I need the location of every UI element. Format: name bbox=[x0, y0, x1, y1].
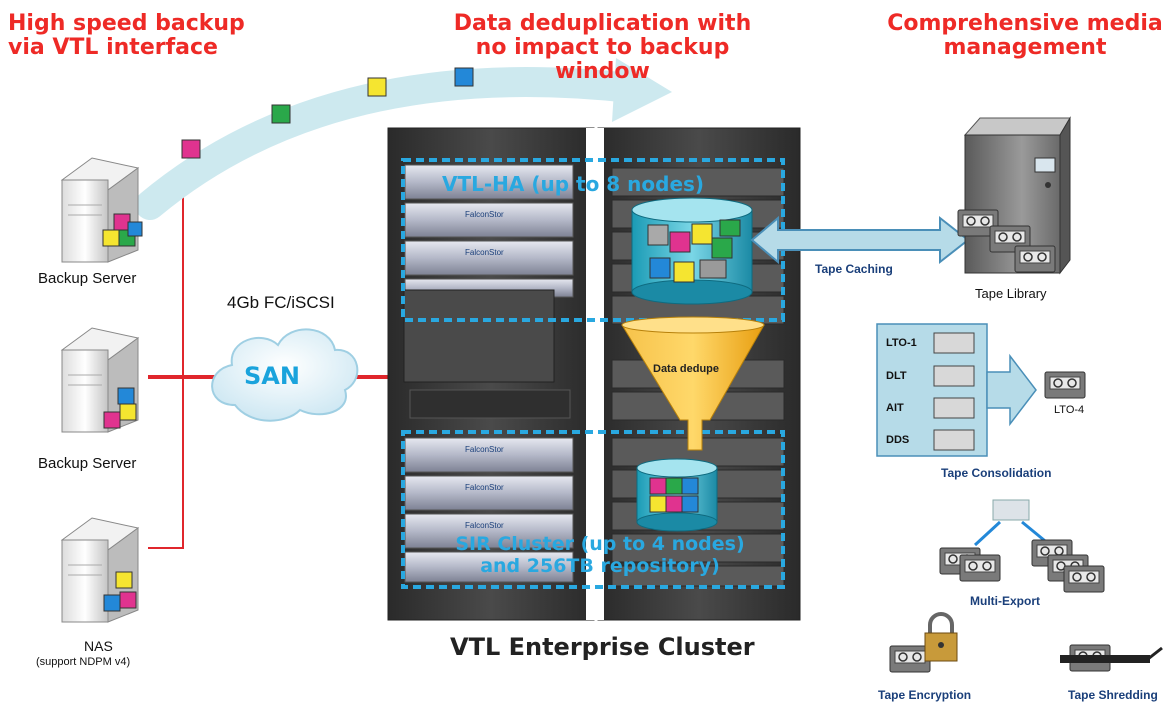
heading-data-deduplication: Data deduplication with no impact to bac… bbox=[430, 12, 775, 84]
heading-high-speed-backup: High speed backup via VTL interface bbox=[8, 12, 245, 60]
backup-server-2-icon bbox=[60, 327, 140, 433]
data-block-yellow bbox=[367, 77, 387, 97]
san-cloud bbox=[211, 328, 359, 422]
nas-note: (support NDPM v4) bbox=[36, 656, 131, 668]
dedupe-funnel bbox=[621, 316, 765, 451]
tape-type-dds: DDS bbox=[886, 434, 910, 446]
tape-type-lto1: LTO-1 bbox=[886, 337, 917, 349]
tape-type-ait: AIT bbox=[886, 402, 904, 414]
tape-type-dlt: DLT bbox=[886, 370, 907, 382]
data-block-magenta bbox=[181, 139, 201, 159]
tape-shredding-icon bbox=[1060, 644, 1163, 672]
tape-library-label: Tape Library bbox=[975, 286, 1047, 301]
backup-server-1-icon bbox=[60, 157, 143, 263]
multi-export-label: Multi-Export bbox=[970, 594, 1040, 608]
brand-plate: FalconStor bbox=[465, 210, 504, 219]
multi-export-icon bbox=[939, 499, 1105, 593]
tape-library-icon bbox=[957, 116, 1071, 275]
lto4-tape-icon bbox=[1044, 371, 1086, 399]
cluster-title: VTL Enterprise Cluster bbox=[450, 633, 755, 661]
brand-plate: FalconStor bbox=[465, 445, 504, 454]
tape-consolidation-panel bbox=[876, 323, 1037, 457]
sir-repository-cylinder bbox=[636, 458, 718, 532]
data-block-blue bbox=[454, 67, 474, 87]
tape-caching-label: Tape Caching bbox=[815, 262, 893, 276]
brand-plate: FalconStor bbox=[465, 483, 504, 492]
tape-encryption-icon bbox=[889, 612, 958, 673]
heading-line: no impact to backup window bbox=[475, 35, 730, 84]
sir-line: SIR Cluster (up to 4 nodes) bbox=[455, 533, 745, 555]
brand-plate: FalconStor bbox=[465, 248, 504, 257]
vtl-storage-cylinder bbox=[631, 197, 753, 305]
heading-line: Data deduplication with bbox=[453, 11, 752, 36]
heading-line: via VTL interface bbox=[8, 35, 218, 60]
sir-cluster-label: SIR Cluster (up to 4 nodes) and 256TB re… bbox=[440, 533, 760, 577]
backup-flow-arrow bbox=[135, 58, 672, 220]
nas-icon bbox=[60, 517, 140, 623]
heading-line: High speed backup bbox=[8, 11, 245, 36]
tape-encryption-label: Tape Encryption bbox=[878, 688, 972, 702]
tape-shredding-label: Tape Shredding bbox=[1068, 688, 1158, 702]
backup-server-2-label: Backup Server bbox=[38, 455, 137, 472]
fc-iscsi-label: 4Gb FC/iSCSI bbox=[227, 293, 335, 312]
vtl-ha-label: VTL-HA (up to 8 nodes) bbox=[442, 172, 705, 196]
san-label: SAN bbox=[244, 362, 300, 390]
backup-server-1-label: Backup Server bbox=[38, 270, 137, 287]
nas-label: NAS bbox=[84, 638, 113, 654]
brand-plate: FalconStor bbox=[465, 521, 504, 530]
tape-consolidation-label: Tape Consolidation bbox=[941, 466, 1052, 480]
heading-line: Comprehensive media bbox=[887, 11, 1163, 36]
heading-line: management bbox=[943, 35, 1107, 60]
dedupe-label: Data dedupe bbox=[653, 363, 720, 375]
sir-line: and 256TB repository) bbox=[480, 555, 720, 577]
lto4-label: LTO-4 bbox=[1054, 404, 1085, 416]
data-block-green bbox=[271, 104, 291, 124]
heading-media-management: Comprehensive media management bbox=[880, 12, 1170, 60]
